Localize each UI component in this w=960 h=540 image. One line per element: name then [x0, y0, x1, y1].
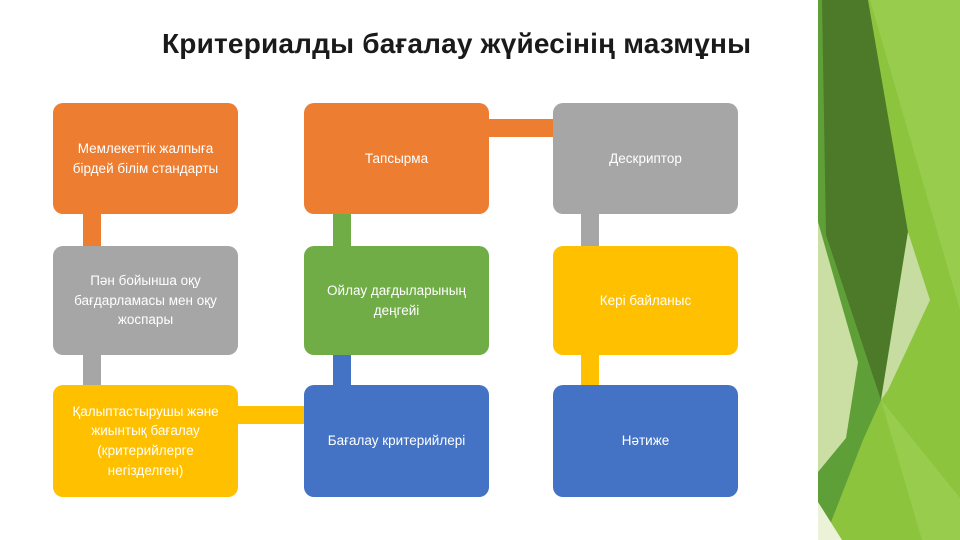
diagram-box-thinking: Ойлау дағдыларының деңгейі	[304, 246, 489, 355]
box-label: Қалыптастырушы және жиынтық бағалау (кри…	[72, 403, 219, 478]
box-label: Мемлекеттік жалпыға бірдей білім стандар…	[72, 140, 219, 176]
diagram-box-assessment: Қалыптастырушы және жиынтық бағалау (кри…	[53, 385, 238, 497]
slide-title: Критериалды бағалау жүйесінің мазмұны	[162, 27, 752, 59]
connector-thinking-criteria	[333, 355, 351, 385]
box-label: Ойлау дағдыларының деңгейі	[327, 282, 466, 318]
box-label: Бағалау критерийлері	[327, 433, 466, 449]
diagram-box-descriptor: Дескриптор	[553, 103, 738, 214]
connector-standard-curriculum	[83, 214, 101, 246]
connector-descriptor-feedback	[581, 214, 599, 246]
box-label: Нәтиже	[621, 433, 670, 449]
connector-task-thinking	[333, 214, 351, 246]
connector-feedback-result	[581, 355, 599, 385]
diagram-box-task: Тапсырма	[304, 103, 489, 214]
box-label: Дескриптор	[609, 150, 682, 166]
connector-task-descriptor	[488, 119, 553, 137]
diagram-box-standard: Мемлекеттік жалпыға бірдей білім стандар…	[53, 103, 238, 214]
decorative-side-panel	[818, 0, 960, 540]
diagram-box-curriculum: Пән бойынша оқу бағдарламасы мен оқу жос…	[53, 246, 238, 355]
connector-assessment-criteria	[237, 406, 304, 424]
box-label: Пән бойынша оқу бағдарламасы мен оқу жос…	[74, 273, 217, 328]
diagram-box-criteria: Бағалау критерийлері	[304, 385, 489, 497]
connector-curriculum-assessment	[83, 355, 101, 385]
diagram-box-feedback: Кері байланыс	[553, 246, 738, 355]
box-label: Кері байланыс	[599, 292, 692, 308]
green-facets-graphic	[818, 0, 960, 540]
box-label: Тапсырма	[364, 150, 429, 166]
diagram-box-result: Нәтиже	[553, 385, 738, 497]
